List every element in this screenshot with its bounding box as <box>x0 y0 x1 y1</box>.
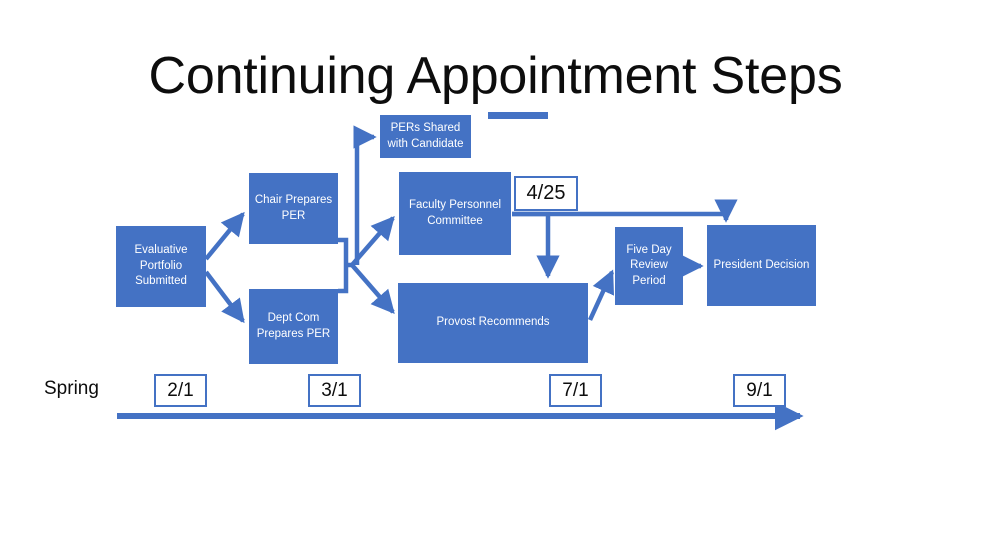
timeline-date-3-1[interactable]: 3/1 <box>308 374 361 407</box>
node-chair-prepares-per[interactable]: Chair Prepares PER <box>249 173 338 244</box>
arrow-portfolio-to-chair <box>204 211 245 261</box>
node-faculty-personnel-committee[interactable]: Faculty Personnel Committee <box>399 172 511 255</box>
arrow-fpc-to-provost <box>512 211 560 279</box>
timeline-date-2-1[interactable]: 2/1 <box>154 374 207 407</box>
node-line: Portfolio <box>139 259 183 272</box>
page-title: Continuing Appointment Steps <box>148 47 843 105</box>
node-line: Provost Recommends <box>436 316 550 329</box>
node-line: President Decision <box>713 258 810 271</box>
arrow-per-to-pers-shared <box>353 125 377 265</box>
node-line: Committee <box>427 214 483 227</box>
node-line: Prepares PER <box>256 327 331 340</box>
node-line: with Candidate <box>387 137 464 150</box>
node-line: Submitted <box>135 275 187 288</box>
node-line: PERs Shared <box>390 121 461 134</box>
node-line: PER <box>281 209 306 222</box>
arrow-per-to-provost <box>350 263 395 315</box>
timeline-date-7-1[interactable]: 7/1 <box>549 374 602 407</box>
node-line: Chair Prepares <box>254 193 333 206</box>
node-line: Five Day <box>626 243 672 256</box>
arrow-fpc-to-president <box>512 199 738 223</box>
node-line: Period <box>632 274 666 287</box>
node-line: Evaluative <box>134 244 188 257</box>
callout-date-4-25[interactable]: 4/25 <box>514 176 578 211</box>
node-line: Dept Com <box>267 311 320 324</box>
arrow-per-to-fpc <box>350 215 395 267</box>
arrow-portfolio-to-deptcom <box>204 270 245 324</box>
timeline-season-label: Spring <box>44 378 99 399</box>
arrow-provost-to-fiveday <box>587 269 615 321</box>
bracket-per-join <box>338 237 349 294</box>
node-dept-com-prepares-per[interactable]: Dept Com Prepares PER <box>249 289 338 364</box>
node-provost-recommends[interactable]: Provost Recommends <box>398 283 588 363</box>
node-president-decision[interactable]: President Decision <box>707 225 816 306</box>
node-five-day-review-period[interactable]: Five Day Review Period <box>615 227 683 305</box>
node-pers-shared-with-candidate[interactable]: PERs Shared with Candidate <box>380 115 471 158</box>
node-line: Review <box>630 259 668 272</box>
node-line: Faculty Personnel <box>408 198 502 211</box>
title-underline-accent <box>488 112 548 119</box>
timeline-date-9-1[interactable]: 9/1 <box>733 374 786 407</box>
node-evaluative-portfolio[interactable]: Evaluative Portfolio Submitted <box>116 226 206 307</box>
